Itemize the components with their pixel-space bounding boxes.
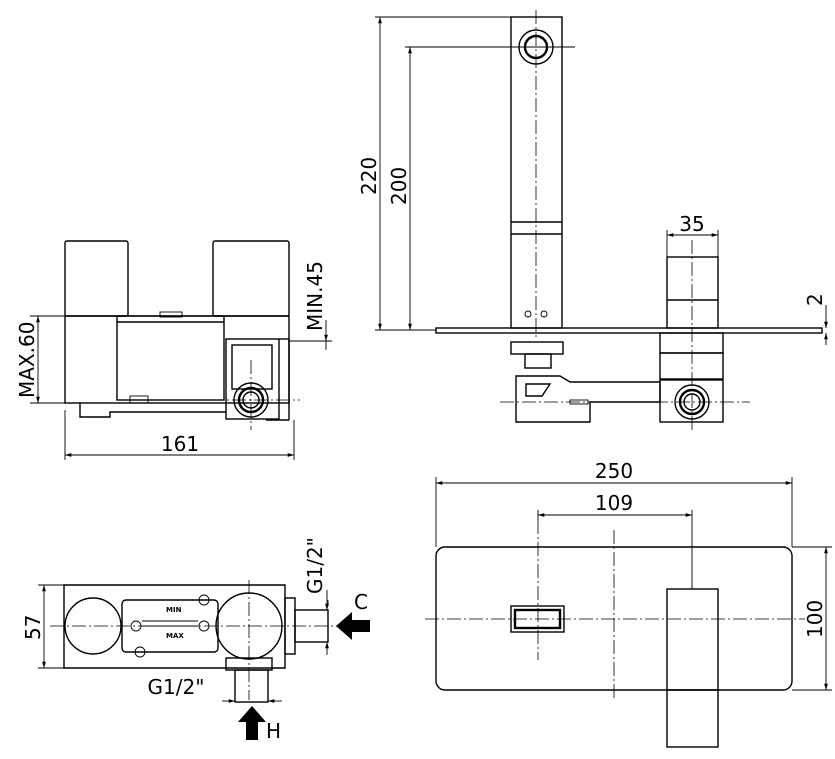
- side-view: 161 MAX.60 MIN.45: [15, 240, 332, 460]
- front-height-total: 220: [357, 157, 381, 195]
- hot-arrow-icon: [238, 706, 266, 740]
- side-min-dim: MIN.45: [303, 261, 327, 331]
- top-view: MIN MAX 57 G1/2" G1/2" C H: [21, 537, 370, 743]
- plate-height-dim: 100: [803, 600, 827, 638]
- bottom-inlet-label: G1/2": [148, 675, 205, 699]
- cold-label: C: [354, 590, 368, 614]
- front-view: 220 200 35 2: [357, 10, 828, 430]
- cold-arrow-icon: [336, 612, 370, 640]
- top-depth-dim: 57: [21, 615, 45, 640]
- front-plate-thickness: 2: [803, 293, 827, 306]
- front-handle-width: 35: [679, 212, 704, 236]
- side-width-dim: 161: [161, 432, 199, 456]
- min-label: MIN: [166, 606, 182, 614]
- side-inlet-label: G1/2": [303, 537, 327, 594]
- max-label: MAX: [166, 632, 184, 640]
- front-height-spout: 200: [387, 167, 411, 205]
- side-max-dim: MAX.60: [15, 322, 39, 398]
- hot-label: H: [266, 719, 281, 743]
- plate-view: 250 109 100: [425, 459, 832, 748]
- plate-width-dim: 250: [595, 459, 633, 483]
- plate-centers-dim: 109: [595, 491, 633, 515]
